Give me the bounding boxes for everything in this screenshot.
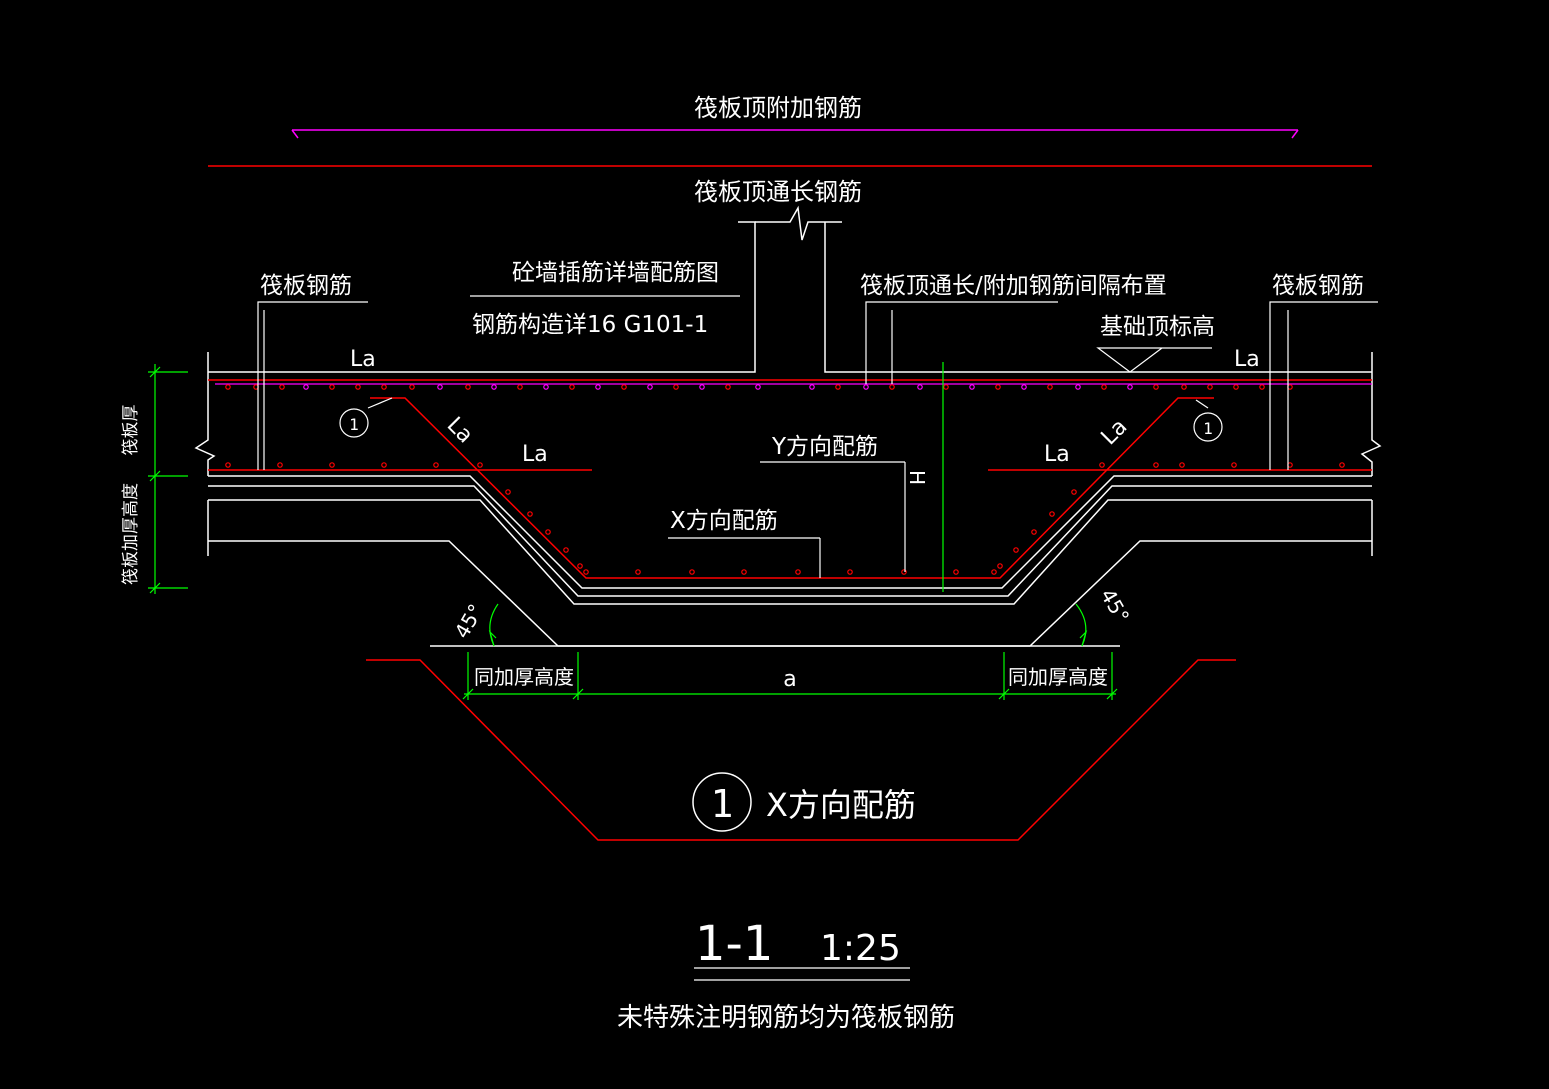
detail-marker-left: 1	[339, 408, 369, 438]
leader-lines	[257, 295, 1378, 981]
same-thickened-height-label-right: 同加厚高度	[1008, 665, 1108, 689]
detail-legend-marker: 1	[692, 772, 752, 832]
top-rebar-spacing-note: 筏板顶通长/附加钢筋间隔布置	[860, 273, 1167, 299]
footnote: 未特殊注明钢筋均为筏板钢筋	[617, 1003, 955, 1033]
detail-marker-right: 1	[1193, 412, 1223, 442]
same-thickened-height-label-left: 同加厚高度	[474, 665, 574, 689]
detail-legend-label: X方向配筋	[766, 786, 916, 824]
rebar-detail-note: 钢筋构造详16 G101-1	[472, 312, 708, 338]
raft-thickness-label: 筏板厚	[121, 405, 141, 456]
la-label-bottom-left: La	[522, 442, 548, 467]
detail-outline	[366, 659, 1236, 841]
raft-slab-outline	[194, 352, 1382, 647]
x-direction-rebar-label: X方向配筋	[670, 508, 778, 534]
section-name: 1-1	[695, 916, 773, 972]
la-label-top-left: La	[350, 347, 376, 372]
raft-rebar-label-right: 筏板钢筋	[1272, 273, 1364, 299]
raft-rebar-label-left: 筏板钢筋	[260, 273, 352, 299]
rebar-dots-top	[225, 384, 1293, 390]
h-dimension-label: H	[905, 470, 929, 485]
wall-dowel-note: 砼墙插筋详墙配筋图	[512, 260, 719, 286]
section-scale: 1:25	[820, 928, 901, 969]
la-label-top-right: La	[1234, 347, 1260, 372]
top-additional-rebar-line	[291, 129, 1299, 139]
top-additional-rebar-label: 筏板顶附加钢筋	[694, 94, 862, 122]
svg-text:1: 1	[1203, 419, 1213, 438]
concrete-wall	[208, 205, 1372, 373]
la-label-slope-right: La	[1097, 414, 1133, 450]
dim-a-label: a	[783, 667, 796, 692]
rebar-lines	[208, 379, 1372, 579]
dimension-lines	[148, 362, 1118, 700]
raft-thickened-height-label: 筏板加厚高度	[121, 483, 141, 585]
rebar-dots-bottom	[225, 462, 1345, 575]
svg-text:1: 1	[349, 415, 359, 434]
foundation-top-elevation-label: 基础顶标高	[1100, 314, 1215, 340]
top-through-rebar-label: 筏板顶通长钢筋	[694, 178, 862, 206]
angle-label-left: 45°	[450, 600, 489, 643]
svg-text:1: 1	[711, 782, 734, 826]
y-direction-rebar-label: Y方向配筋	[771, 434, 878, 460]
la-label-bottom-right: La	[1044, 442, 1070, 467]
angle-label-right: 45°	[1096, 585, 1135, 628]
la-label-slope-left: La	[442, 413, 478, 449]
